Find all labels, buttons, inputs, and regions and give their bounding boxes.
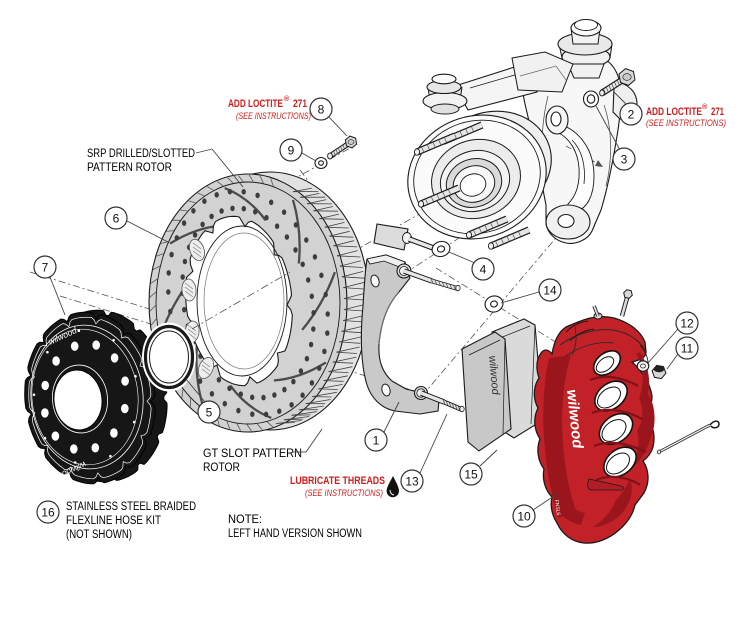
svg-text:7: 7 — [42, 261, 49, 275]
svg-text:1: 1 — [373, 434, 380, 448]
svg-text:271: 271 — [711, 106, 724, 118]
svg-text:ADD LOCTITE: ADD LOCTITE — [646, 106, 702, 118]
svg-text:ADD LOCTITE: ADD LOCTITE — [228, 98, 283, 110]
svg-text:16: 16 — [41, 506, 55, 520]
svg-text:14: 14 — [543, 284, 557, 298]
svg-text:NOTE:: NOTE: — [228, 514, 262, 526]
svg-text:3: 3 — [621, 153, 628, 167]
svg-text:(NOT SHOWN): (NOT SHOWN) — [66, 529, 132, 541]
svg-text:15: 15 — [464, 468, 478, 482]
svg-text:10: 10 — [517, 510, 531, 524]
svg-text:®: ® — [284, 95, 290, 103]
svg-text:4: 4 — [480, 263, 487, 277]
svg-text:9: 9 — [288, 144, 295, 158]
svg-text:(SEE INSTRUCTIONS): (SEE INSTRUCTIONS) — [236, 111, 311, 121]
svg-text:11: 11 — [681, 342, 694, 356]
svg-text:12: 12 — [680, 317, 694, 331]
svg-text:13: 13 — [405, 475, 419, 489]
svg-text:LUBRICATE THREADS: LUBRICATE THREADS — [290, 475, 385, 487]
svg-text:8: 8 — [318, 103, 325, 117]
svg-text:STAINLESS STEEL BRAIDED: STAINLESS STEEL BRAIDED — [66, 501, 196, 513]
svg-text:271: 271 — [293, 98, 307, 110]
svg-text:(SEE INSTRUCTIONS): (SEE INSTRUCTIONS) — [305, 488, 383, 498]
svg-text:2: 2 — [628, 108, 635, 122]
svg-text:SRP DRILLED/SLOTTED: SRP DRILLED/SLOTTED — [87, 148, 195, 160]
svg-text:LEFT HAND VERSION SHOWN: LEFT HAND VERSION SHOWN — [228, 528, 362, 540]
svg-text:PATTERN ROTOR: PATTERN ROTOR — [87, 162, 172, 174]
svg-text:(SEE INSTRUCTIONS): (SEE INSTRUCTIONS) — [646, 118, 726, 128]
svg-text:5: 5 — [206, 406, 213, 420]
svg-text:ROTOR: ROTOR — [203, 462, 240, 474]
svg-text:®: ® — [702, 103, 708, 111]
svg-text:6: 6 — [113, 212, 120, 226]
svg-text:FLEXLINE HOSE KIT: FLEXLINE HOSE KIT — [66, 515, 161, 527]
svg-text:GT SLOT PATTERN: GT SLOT PATTERN — [203, 448, 302, 460]
